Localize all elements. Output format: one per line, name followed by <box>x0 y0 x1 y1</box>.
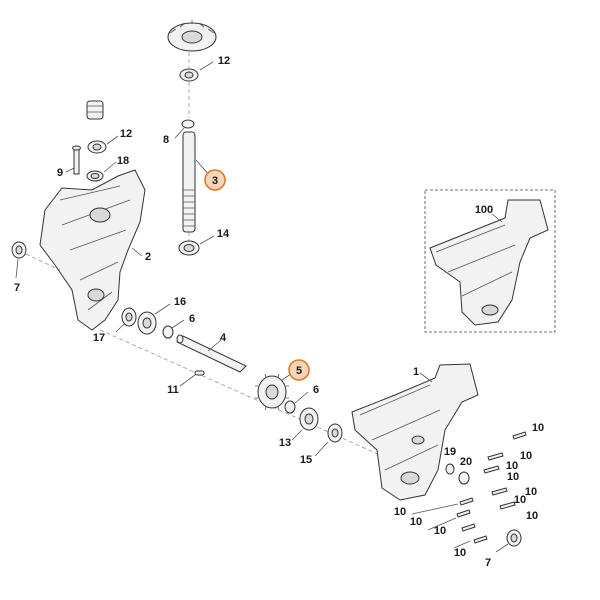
callout-12-top[interactable]: 12 <box>218 55 230 67</box>
callout-10-e[interactable]: 10 <box>525 486 537 498</box>
callout-10-b[interactable]: 10 <box>520 450 532 462</box>
callout-16[interactable]: 16 <box>174 296 186 308</box>
housing-1 <box>351 363 479 501</box>
top-gear-disc <box>167 20 217 52</box>
highlight-circle-5 <box>288 359 310 381</box>
callout-7-right[interactable]: 7 <box>485 557 491 569</box>
key-11 <box>194 370 205 376</box>
seal-18 <box>86 170 104 182</box>
callout-18[interactable]: 18 <box>117 155 129 167</box>
plug-19 <box>445 463 455 475</box>
housing-2 <box>39 169 146 331</box>
callout-6-right[interactable]: 6 <box>313 384 319 396</box>
ring-6-right <box>284 400 296 414</box>
callout-20[interactable]: 20 <box>460 456 472 468</box>
callout-11[interactable]: 11 <box>167 384 179 396</box>
bearing-16 <box>137 311 157 335</box>
callout-19[interactable]: 19 <box>444 446 456 458</box>
pinion-small <box>86 100 104 120</box>
callout-10-j[interactable]: 10 <box>434 525 446 537</box>
callout-13[interactable]: 13 <box>279 437 291 449</box>
callout-14[interactable]: 14 <box>217 228 230 240</box>
ring-6-left <box>162 325 174 339</box>
shaft-3 <box>182 131 196 233</box>
gear-5 <box>255 373 289 411</box>
plug-20 <box>458 471 470 485</box>
callout-10-c[interactable]: 10 <box>506 460 518 472</box>
callout-9[interactable]: 9 <box>57 167 63 179</box>
shaft-4 <box>176 334 247 373</box>
callout-10-f[interactable]: 10 <box>514 494 526 506</box>
screws-10 <box>456 431 527 544</box>
item-100-box <box>424 189 556 333</box>
callout-5[interactable]: 5 <box>296 365 302 377</box>
bearing-top <box>179 68 199 82</box>
callout-12-left[interactable]: 12 <box>120 128 132 140</box>
callout-1[interactable]: 1 <box>413 366 419 378</box>
callout-10-d[interactable]: 10 <box>507 471 519 483</box>
callout-10-g[interactable]: 10 <box>394 506 406 518</box>
ring-8 <box>181 119 195 129</box>
bolt-9 <box>72 145 81 175</box>
callout-6-left[interactable]: 6 <box>189 313 195 325</box>
callout-2[interactable]: 2 <box>145 251 151 263</box>
highlight-circle-3 <box>204 169 226 191</box>
callout-17[interactable]: 17 <box>93 332 105 344</box>
seal-15 <box>327 423 343 443</box>
callout-8[interactable]: 8 <box>163 134 169 146</box>
bearing-17 <box>121 307 137 327</box>
bearing-14 <box>178 240 200 256</box>
callout-10-i[interactable]: 10 <box>410 516 422 528</box>
callout-10-k[interactable]: 10 <box>454 547 466 559</box>
bearing-13 <box>299 407 319 431</box>
callout-100[interactable]: 100 <box>475 204 493 216</box>
seal-7-left <box>11 241 27 259</box>
seal-7-right <box>506 529 522 547</box>
callout-15[interactable]: 15 <box>300 454 312 466</box>
callout-4[interactable]: 4 <box>220 332 227 344</box>
bearing-left-12 <box>87 140 107 154</box>
callout-7-left[interactable]: 7 <box>14 282 20 294</box>
callout-10-a[interactable]: 10 <box>532 422 544 434</box>
callout-10-h[interactable]: 10 <box>526 510 538 522</box>
callout-3[interactable]: 3 <box>212 175 218 187</box>
